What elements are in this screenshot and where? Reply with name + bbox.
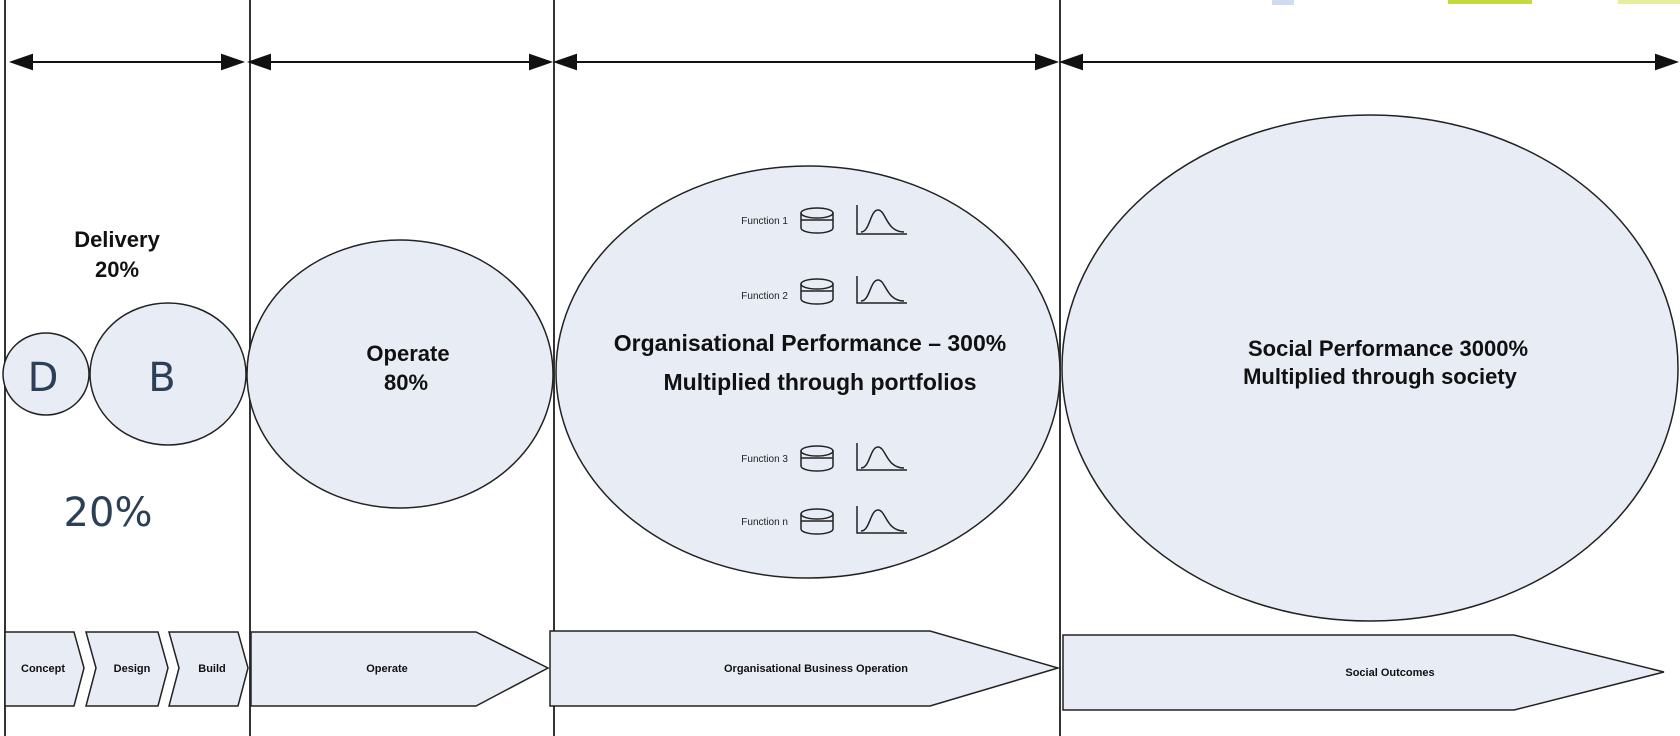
social-performance-title: Social Performance 3000% <box>1248 336 1528 361</box>
curve-chart-icon <box>856 276 907 304</box>
process-label-concept: Concept <box>21 663 65 675</box>
chevron-design <box>85 631 169 707</box>
operate-span-arrow <box>246 53 554 71</box>
function-row-3: Function 3 <box>741 443 907 472</box>
function-row-2: Function 2 <box>741 276 907 305</box>
chevron-concept <box>4 631 85 707</box>
d-circle <box>2 332 90 416</box>
function-row-n: Function n <box>741 506 907 535</box>
process-label-design: Design <box>114 663 151 675</box>
delivery-title: Delivery <box>74 227 160 252</box>
social-performance-subtitle: Multiplied through society <box>1243 364 1518 389</box>
operate-circle <box>246 239 554 509</box>
org-performance-ellipse <box>555 165 1061 579</box>
chevron-org-operation <box>549 630 1061 707</box>
d-letter: D <box>28 355 59 401</box>
delivery-percent: 20% <box>95 257 139 282</box>
accent-blue-block <box>1272 0 1294 5</box>
database-icon <box>800 278 834 305</box>
chevron-build <box>168 631 249 707</box>
b-circle <box>89 302 247 446</box>
accent-green-block <box>1448 0 1532 4</box>
process-label-operate: Operate <box>366 663 408 675</box>
function-label: Function n <box>741 517 788 528</box>
accent-lightgreen-block <box>1618 0 1680 4</box>
delivery-percent-large: 20% <box>64 490 153 536</box>
function-label: Function 1 <box>741 216 788 227</box>
social-performance-ellipse <box>1061 114 1679 622</box>
function-label: Function 2 <box>741 291 788 302</box>
process-labels: Concept Design Build Operate Organisatio… <box>21 663 1435 679</box>
function-label: Function 3 <box>741 454 788 465</box>
chevron-social-outcomes <box>1062 634 1665 711</box>
database-icon <box>800 207 834 234</box>
org-performance-title: Organisational Performance – 300% <box>614 330 1006 356</box>
curve-chart-icon <box>856 506 907 534</box>
process-label-social-outcomes: Social Outcomes <box>1345 667 1434 679</box>
org-span-arrow <box>552 53 1060 71</box>
database-icon <box>800 445 834 472</box>
delivery-span-arrow <box>8 53 246 71</box>
database-icon <box>800 508 834 535</box>
span-arrows <box>8 53 1680 71</box>
curve-chart-icon <box>856 205 907 235</box>
chevron-operate <box>250 631 550 707</box>
phase-ellipses <box>2 114 1679 622</box>
process-label-org-operation: Organisational Business Operation <box>724 663 908 675</box>
process-label-build: Build <box>198 663 226 675</box>
org-performance-subtitle: Multiplied through portfolios <box>664 369 977 395</box>
function-row-1: Function 1 <box>741 205 907 235</box>
operate-title: Operate <box>366 341 449 366</box>
curve-chart-icon <box>856 443 907 471</box>
process-chevrons <box>4 630 1665 711</box>
operate-percent: 80% <box>384 370 428 395</box>
social-span-arrow <box>1058 53 1680 71</box>
b-letter: B <box>148 355 175 401</box>
